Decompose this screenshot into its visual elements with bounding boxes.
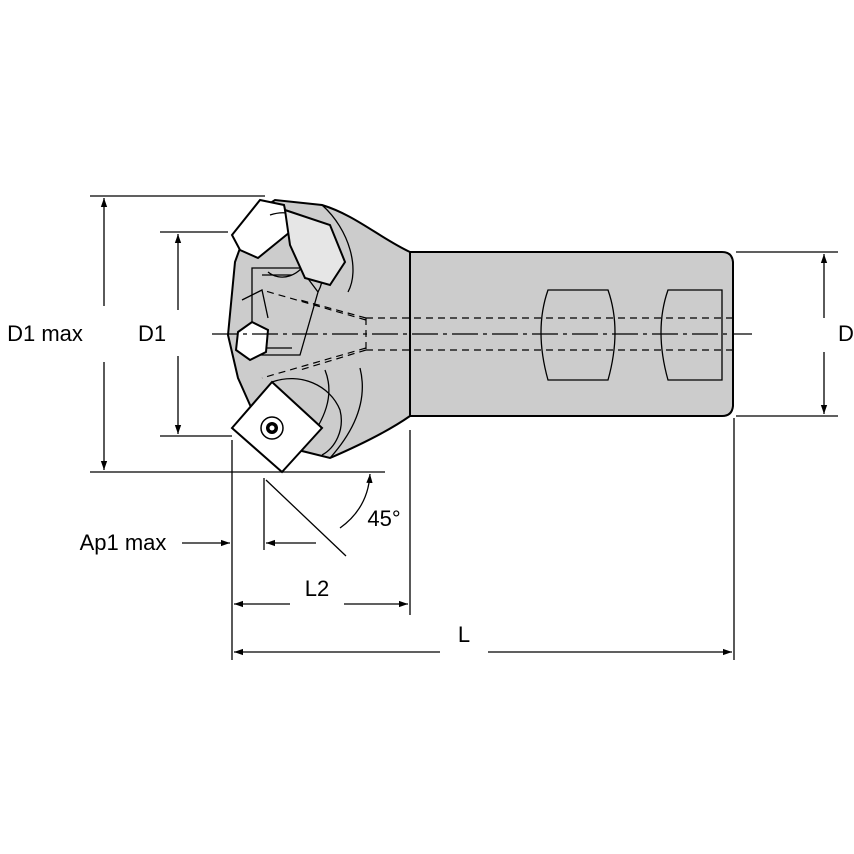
angle-label: 45° [367, 506, 400, 531]
dim-l2: L2 [234, 430, 411, 615]
l2-label: L2 [305, 576, 329, 601]
shank-flat-1 [540, 289, 616, 381]
dim-d: D [736, 251, 854, 417]
side-insert [234, 289, 270, 362]
d1-label: D1 [138, 321, 166, 346]
dim-d1: D1 [138, 231, 232, 437]
d-label: D [838, 321, 854, 346]
shank-flat-2 [660, 289, 723, 381]
dim-ap1-max: Ap1 max [80, 440, 316, 660]
dim-l: L [234, 418, 735, 660]
d1-max-label: D1 max [7, 321, 83, 346]
l-label: L [458, 622, 470, 647]
bottom-insert [230, 378, 342, 474]
ap1-max-label: Ap1 max [80, 530, 167, 555]
dim-d1-max: D1 max [7, 195, 385, 473]
upper-insert [230, 198, 347, 287]
dim-angle: 45° [265, 473, 401, 557]
shank [409, 251, 734, 417]
